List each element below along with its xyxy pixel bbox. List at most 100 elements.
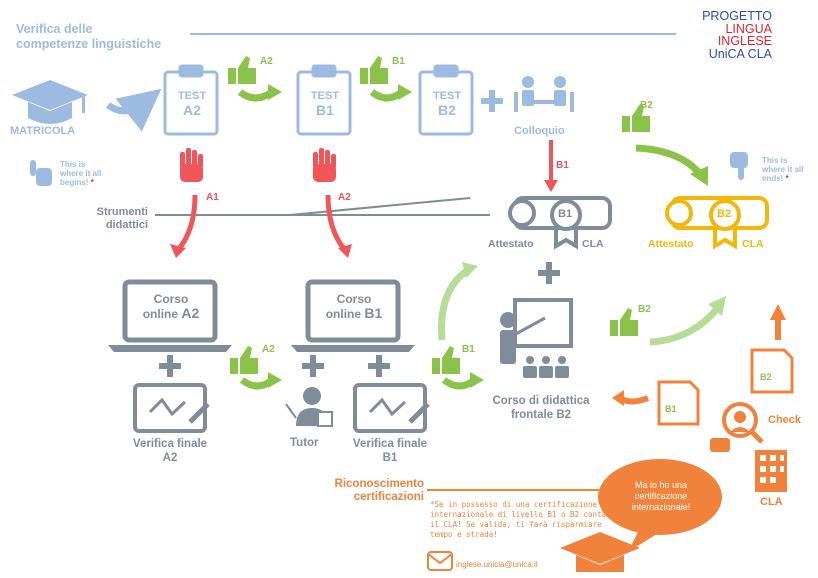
check-label: Check <box>768 414 802 426</box>
certification-note: *Se in possesso di una certificazione in… <box>430 500 630 540</box>
verifica-b1-line1: Verifica finale <box>352 438 428 450</box>
thumbs-up-a2-mid-icon <box>230 346 258 374</box>
test-b2-label: TEST B2 <box>422 90 472 118</box>
test-a2-label: TEST A2 <box>167 90 217 118</box>
green-arrow-a2-icon <box>237 89 275 102</box>
strumenti-label: Strumenti didattici <box>80 206 148 232</box>
tutor-label: Tutor <box>290 437 319 449</box>
course-a2-line2: online <box>142 307 179 321</box>
course-a2-line1: Corso <box>153 292 189 306</box>
title-divider <box>190 33 676 35</box>
verifica-b1-line2: B1 <box>382 452 398 464</box>
check-magnifier-icon <box>710 402 764 452</box>
red-arrow-a2-icon <box>325 194 347 252</box>
thumbs-up-a2-icon <box>228 56 256 84</box>
verifica-b1-label: Verifica finale B1 <box>340 437 440 465</box>
strumenti-line2: didattici <box>105 219 148 231</box>
test-level: A2 <box>183 102 201 118</box>
fail-label-a1: A1 <box>206 192 219 203</box>
begin-note-line2: where it all <box>60 169 102 178</box>
strumenti-line1: Strumenti <box>96 206 148 218</box>
begin-note-line3: begins! <box>60 178 89 187</box>
clipboard-b2-icon <box>418 64 474 136</box>
verifica-a2-line1: Verifica finale <box>132 438 208 450</box>
end-note-line3: ends! <box>762 174 784 183</box>
brand-line3: UniCA CLA <box>708 46 772 61</box>
attestato-b2-badge: B2 <box>717 208 732 220</box>
doc-b1-label: B1 <box>665 404 677 414</box>
tablet-verifica-b1-icon <box>353 383 430 433</box>
label-b2-bottom: B2 <box>638 304 651 315</box>
colloquio-people-icon <box>514 76 574 112</box>
attestato-b1-badge: B1 <box>558 208 573 220</box>
laptop-b1-icon <box>291 279 415 352</box>
brand-line1: PROGETTO <box>702 9 772 23</box>
asterisk: * <box>90 178 94 187</box>
label-a2-mid: A2 <box>262 344 275 355</box>
orange-arrow-left-icon <box>618 395 650 405</box>
course-a2-label: Corso online A2 <box>128 292 214 321</box>
page-title: Verifica delle competenze linguistiche <box>16 22 161 52</box>
cla-label: CLA <box>760 496 783 508</box>
title-line2: competenze linguistiche <box>16 37 162 51</box>
test-word: TEST <box>432 90 462 102</box>
begin-note: This is where it all begins! * <box>60 160 101 187</box>
bubble-text: Ma io ho una certificazione internaziona… <box>606 480 716 513</box>
plus-icon <box>159 355 390 377</box>
test-level: B1 <box>316 102 334 118</box>
frontale-line2: frontale B2 <box>510 409 572 421</box>
matricola-label: MATRICOLA <box>10 125 76 137</box>
brand-line2: LINGUA INGLESE <box>717 21 772 48</box>
end-note-line1: This is <box>762 156 788 165</box>
colloquio-label: Colloquio <box>514 125 565 137</box>
clipboard-b1-icon <box>296 64 352 136</box>
graduation-cap-icon <box>12 80 88 124</box>
attestato-b1-left: Attestato <box>488 238 534 250</box>
doc-b1-icon <box>657 380 700 426</box>
course-b1-label: Corso online B1 <box>311 292 397 321</box>
title-line1: Verifica delle <box>16 22 93 36</box>
green-arrow-b1-icon <box>369 89 405 102</box>
thumbs-up-b2-bottom-icon <box>610 308 638 336</box>
laptop-a2-icon <box>108 279 232 352</box>
email-icon <box>427 551 453 571</box>
tutor-icon <box>285 387 333 427</box>
doc-b2-label: B2 <box>760 372 772 382</box>
bubble-line2: certificazione <box>634 491 688 501</box>
plus-icon <box>538 262 560 284</box>
green-arc-icon <box>438 267 471 341</box>
clipboard-a2-icon <box>163 64 219 136</box>
stop-hand-a1-icon <box>180 148 203 182</box>
end-note: This is where it all ends! * <box>762 156 803 183</box>
course-b1-level: B1 <box>364 305 383 321</box>
green-arrow-b2-top-icon <box>635 144 703 177</box>
asterisk: * <box>785 174 789 183</box>
attestato-b2-right: CLA <box>742 238 764 250</box>
test-b1-label: TEST B1 <box>300 90 350 118</box>
pointing-hand-end-icon <box>730 152 748 180</box>
label-b1: B1 <box>392 56 405 67</box>
green-arrow-b2-bottom-icon <box>649 307 719 346</box>
tablet-verifica-a2-icon <box>133 383 210 433</box>
email-link[interactable]: inglese.unicla@unica.it <box>456 560 538 569</box>
diploma-b1-icon <box>508 196 612 250</box>
plus-icon <box>481 90 503 112</box>
fail-label-a2: A2 <box>338 192 351 203</box>
end-note-line2: where it all <box>762 165 804 174</box>
frontale-label: Corso di didattica frontale B2 <box>476 394 606 422</box>
doc-b2-icon <box>750 348 794 394</box>
thumbs-up-b1-icon <box>360 56 388 84</box>
note-line2: internazionale di livello B1 o B2 contat… <box>430 510 620 519</box>
thumbs-up-b1-mid-icon <box>432 346 460 374</box>
pointing-hand-icon <box>30 160 52 186</box>
riconoscimento-line2: certificazioni <box>353 491 424 503</box>
note-line1: *Se in possesso di una certificazione <box>430 500 598 509</box>
red-arrow-a1-icon <box>176 194 198 252</box>
bubble-line3: internazionale! <box>631 502 691 512</box>
test-word: TEST <box>177 90 207 102</box>
course-b1-line1: Corso <box>336 292 372 306</box>
stop-hand-a2-icon <box>313 148 336 182</box>
label-a2: A2 <box>260 56 273 67</box>
fail-label-b1: B1 <box>556 160 569 171</box>
brand-block: PROGETTO LINGUA INGLESE UniCA CLA <box>690 10 772 60</box>
